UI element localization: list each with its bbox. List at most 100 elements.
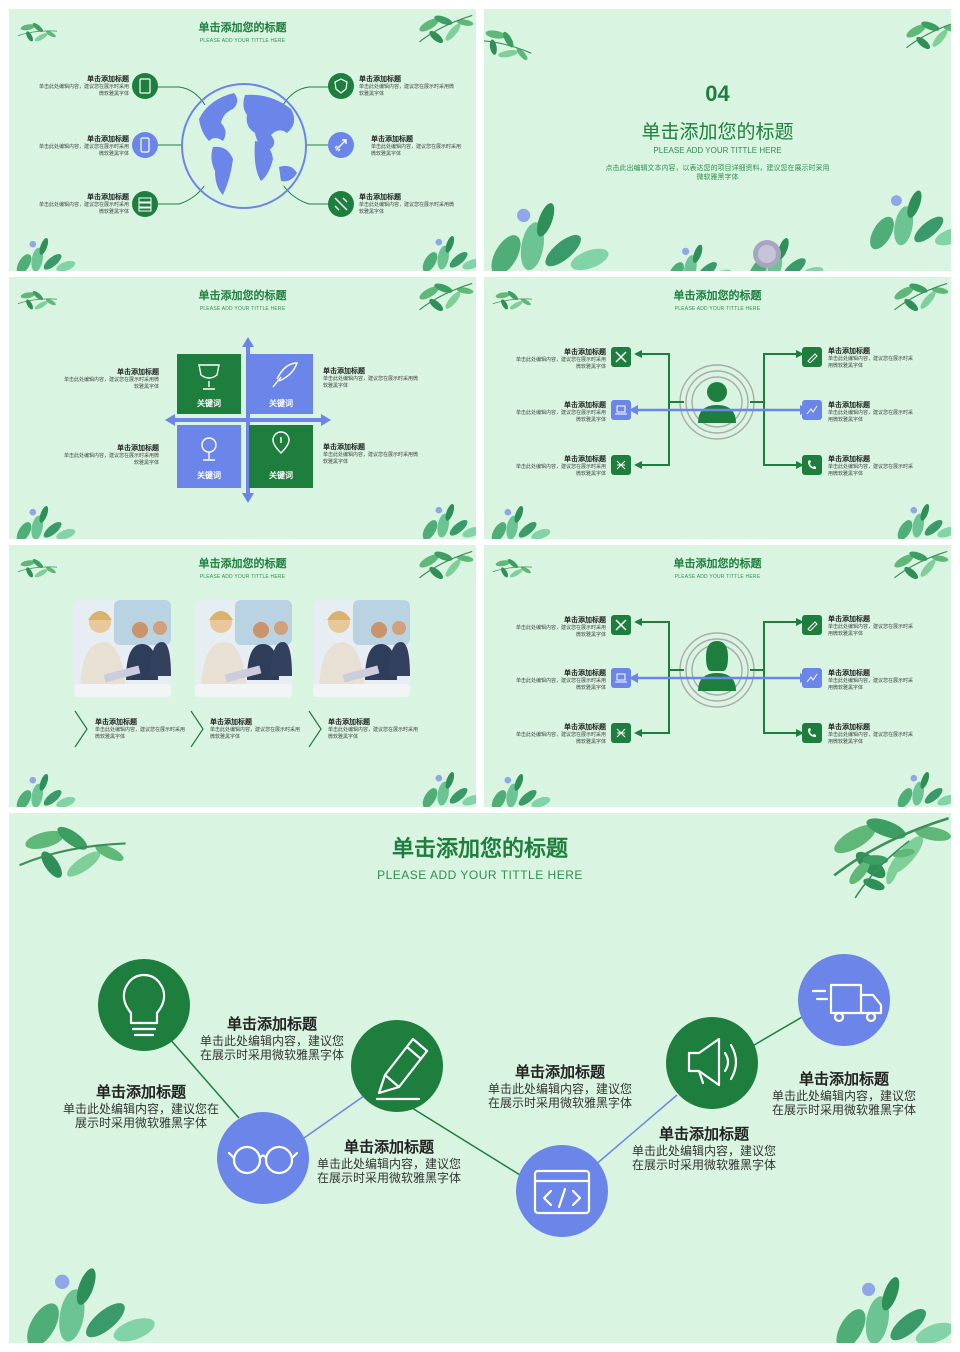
slide-6[interactable]: 单击添加您的标题 PLEASE ADD YOUR TITTLE HERE 单击添… [484, 545, 951, 807]
quadrant-label: 关键词 [197, 399, 221, 408]
slide-title: 单击添加您的标题 [673, 558, 762, 570]
list-item: 单击添加标题 单击此处编辑内容，建议您在展示时采用微软雅黑字体 [828, 669, 913, 691]
item-body: 单击此处编辑内容，建议您在展示时采用微软雅黑字体 [39, 84, 130, 97]
slide-4[interactable]: 单击添加您的标题 PLEASE ADD YOUR TITTLE HERE 单击添… [484, 277, 951, 539]
item-body: 单击此处编辑内容，建议您在展示时采用微软雅黑字体 [63, 453, 159, 466]
list-item: 单击添加标题 单击此处编辑内容，建议您在展示时采用微软雅黑字体 [359, 75, 454, 97]
slide-6-decor [488, 548, 951, 807]
item-title: 单击添加标题 [359, 194, 401, 201]
item-body: 单击此处编辑内容，建议您在展示时采用微软雅黑字体 [515, 732, 606, 745]
tablet-icon [132, 73, 158, 99]
item-title: 单击添加标题 [323, 444, 365, 451]
item-title: 单击添加标题 [798, 1071, 889, 1088]
quadrant-label: 关键词 [269, 399, 293, 408]
trophy-icon [198, 364, 220, 390]
item-body: 单击此处编辑内容，建议您在展示时采用微软雅黑字体 [515, 410, 606, 423]
slide-subtitle: PLEASE ADD YOUR TITTLE HERE [199, 306, 286, 312]
headset-user-icon [698, 382, 736, 423]
item-body: 单击此处编辑内容，建议您在展示时采用微软雅黑字体 [95, 727, 186, 740]
item-body: 单击此处编辑内容，建议您在展示时采用微软雅黑字体 [828, 356, 914, 369]
timeline-item: 单击添加标题 单击此处编辑内容，建议您在展示时采用微软雅黑字体 [197, 1013, 347, 1062]
slide-3[interactable]: 单击添加您的标题 PLEASE ADD YOUR TITTLE HERE 关键词… [9, 277, 476, 539]
item-title: 单击添加标题 [564, 456, 606, 463]
item-title: 单击添加标题 [87, 136, 129, 143]
quill-icon [272, 362, 298, 388]
timeline-item: 单击添加标题 单击此处编辑内容，建议您在展示时采用微软雅黑字体 [61, 1081, 221, 1130]
laptop-icon [611, 400, 631, 420]
item-body: 单击此处编辑内容，建议您在展示时采用微软雅黑字体 [359, 202, 455, 215]
rocket-icon [328, 132, 354, 158]
item-title: 单击添加标题 [564, 617, 606, 624]
item-body: 单击此处编辑内容，建议您在展示时采用微软雅黑字体 [316, 1157, 461, 1185]
item-title: 单击添加标题 [564, 402, 606, 409]
item-title: 单击添加标题 [828, 670, 870, 677]
location-pin-icon [272, 431, 290, 454]
slide-2[interactable]: 04 单击添加您的标题 PLEASE ADD YOUR TITTLE HERE … [484, 9, 951, 271]
slide-title: 单击添加您的标题 [198, 290, 287, 302]
item-body: 单击此处编辑内容，建议您在展示时采用微软雅黑字体 [63, 377, 159, 390]
business-meeting-photo [313, 600, 410, 697]
slide-subtitle: PLEASE ADD YOUR TITTLE HERE [377, 868, 583, 882]
item-title: 单击添加标题 [117, 369, 159, 376]
list-item: 单击添加标题 单击此处编辑内容，建议您在展示时采用微软雅黑字体 [39, 135, 129, 157]
item-body: 单击此处编辑内容，建议您在展示时采用微软雅黑字体 [199, 1034, 344, 1062]
satellite-icon [328, 191, 354, 217]
chart-cross-icon [611, 723, 631, 743]
item-body: 单击此处编辑内容，建议您在展示时采用微软雅黑字体 [828, 678, 914, 691]
pen-icon [802, 347, 822, 367]
list-item: 单击添加标题 单击此处编辑内容，建议您在展示时采用微软雅黑字体 [514, 401, 606, 423]
timeline-item: 单击添加标题 单击此处编辑内容，建议您在展示时采用微软雅黑字体 [485, 1061, 635, 1110]
list-item: 单击添加标题 单击此处编辑内容，建议您在展示时采用微软雅黑字体 [323, 367, 421, 389]
slide-title: 单击添加您的标题 [198, 22, 287, 34]
section-body: 点击此出编辑文本内容，以表达您的项目详细资料，建议您在展示时采用微软雅黑字体 [605, 165, 830, 181]
phone-icon [802, 723, 822, 743]
slide-1-decor [13, 12, 476, 271]
item-body: 单击此处编辑内容，建议您在展示时采用微软雅黑字体 [328, 727, 419, 740]
list-item: 单击添加标题 单击此处编辑内容，建议您在展示时采用微软雅黑字体 [828, 723, 913, 745]
item-body: 单击此处编辑内容，建议您在展示时采用微软雅黑字体 [771, 1089, 916, 1117]
slide-7[interactable]: 单击添加您的标题 PLEASE ADD YOUR TITTLE HERE 单击添… [9, 813, 951, 1343]
item-body: 单击此处编辑内容，建议您在展示时采用微软雅黑字体 [487, 1082, 632, 1110]
item-title: 单击添加标题 [323, 368, 365, 375]
timeline-item: 单击添加标题 单击此处编辑内容，建议您在展示时采用微软雅黑字体 [629, 1123, 779, 1172]
item-title: 单击添加标题 [95, 1084, 186, 1101]
item-body: 单击此处编辑内容，建议您在展示时采用微软雅黑字体 [62, 1102, 219, 1130]
item-title: 单击添加标题 [87, 76, 129, 83]
section-number: 04 [705, 81, 730, 106]
tools-icon [611, 347, 631, 367]
list-item: 单击添加标题 单击此处编辑内容，建议您在展示时采用微软雅黑字体 [39, 193, 129, 215]
list-item: 单击添加标题 单击此处编辑内容，建议您在展示时采用微软雅黑字体 [359, 193, 454, 215]
business-meeting-photo [74, 600, 171, 697]
item-title: 单击添加标题 [343, 1139, 434, 1156]
item-title: 单击添加标题 [828, 402, 870, 409]
slide-5[interactable]: 单击添加您的标题 PLEASE ADD YOUR TITTLE HERE 单击添… [9, 545, 476, 807]
item-title: 单击添加标题 [328, 719, 370, 726]
item-title: 单击添加标题 [117, 445, 159, 452]
list-item: 单击添加标题 单击此处编辑内容，建议您在展示时采用微软雅黑字体 [39, 75, 129, 97]
quadrant-label: 关键词 [197, 471, 221, 480]
item-body: 单击此处编辑内容，建议您在展示时采用微软雅黑字体 [39, 144, 130, 157]
tools-icon [611, 615, 631, 635]
server-icon [132, 191, 158, 217]
code-window-icon [533, 1169, 591, 1215]
list-item: 单击添加标题 单击此处编辑内容，建议您在展示时采用微软雅黑字体 [323, 443, 421, 465]
list-item: 单击添加标题 单击此处编辑内容，建议您在展示时采用微软雅黑字体 [514, 348, 606, 370]
slide-1[interactable]: 单击添加您的标题 PLEASE ADD YOUR TITTLE HERE 单击添… [9, 9, 476, 271]
slide-7-decor [13, 813, 951, 1343]
item-body: 单击此处编辑内容，建议您在展示时采用微软雅黑字体 [323, 376, 419, 389]
slide-title: 单击添加您的标题 [391, 836, 568, 861]
slide-2-decor [484, 18, 951, 271]
pencil-icon [375, 1037, 429, 1101]
phone-icon [802, 455, 822, 475]
list-item: 单击添加标题 单击此处编辑内容，建议您在展示时采用微软雅黑字体 [514, 616, 606, 638]
item-title: 单击添加标题 [514, 1064, 605, 1081]
glasses-icon [227, 1145, 299, 1175]
item-body: 单击此处编辑内容，建议您在展示时采用微软雅黑字体 [631, 1144, 776, 1172]
slide-4-decor [488, 280, 951, 539]
item-title: 单击添加标题 [226, 1016, 317, 1033]
truck-icon [811, 983, 883, 1023]
item-title: 单击添加标题 [564, 724, 606, 731]
trend-chart-icon [802, 668, 822, 688]
item-body: 单击此处编辑内容，建议您在展示时采用微软雅黑字体 [828, 624, 914, 637]
item-title: 单击添加标题 [564, 670, 606, 677]
